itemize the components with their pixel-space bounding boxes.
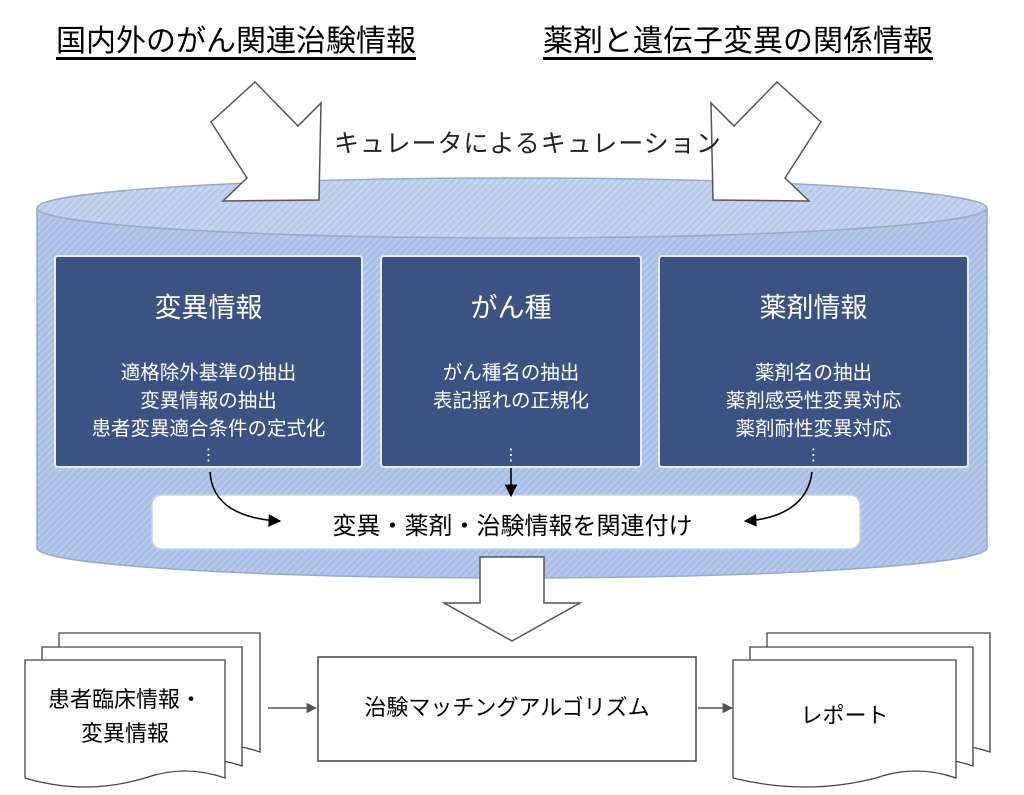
- process-box: [317, 656, 697, 762]
- category-cancer-type: がん種 がん種名の抽出 表記揺れの正規化 ⋮: [381, 256, 641, 467]
- header-left: 国内外のがん関連治験情報: [56, 24, 416, 59]
- connector-left: [209, 471, 282, 527]
- category-line: がん種名の抽出: [442, 361, 580, 384]
- curation-label: キュレータによるキュレーション: [334, 129, 722, 158]
- ellipsis: ⋮: [503, 445, 519, 464]
- category-mutation: 変異情報 適格除外基準の抽出 変異情報の抽出 患者変異適合条件の定式化 ⋮: [55, 256, 362, 467]
- category-line: 患者変異適合条件の定式化: [91, 417, 326, 440]
- category-line: 適格除外基準の抽出: [120, 361, 297, 384]
- category-title: 薬剤情報: [759, 293, 868, 324]
- ellipsis: ⋮: [200, 445, 217, 464]
- ellipsis: ⋮: [805, 445, 822, 464]
- input-document-label: 患者臨床情報・ 変異情報: [25, 684, 225, 752]
- down-left-arrow-icon: [710, 80, 822, 202]
- category-box-mutation: [54, 255, 363, 468]
- input-line: 患者臨床情報・: [47, 688, 202, 713]
- category-title: 変異情報: [154, 293, 263, 324]
- document-stack-icon: [732, 632, 991, 788]
- category-box-drug: [658, 255, 969, 468]
- header-right: 薬剤と遺伝子変異の関係情報: [543, 24, 933, 59]
- down-right-arrow-icon: [210, 80, 322, 202]
- document-stack-icon: [24, 632, 261, 788]
- down-arrow-icon: [441, 556, 583, 642]
- link-label: 変異・薬剤・治験情報を関連付け: [332, 512, 693, 540]
- connector-right: [743, 471, 813, 527]
- category-line: 薬剤名の抽出: [754, 361, 872, 384]
- category-line: 変異情報の抽出: [140, 389, 277, 412]
- category-drug: 薬剤情報 薬剤名の抽出 薬剤感受性変異対応 薬剤耐性変異対応 ⋮: [659, 256, 968, 467]
- input-line: 変異情報: [80, 722, 169, 747]
- process-label: 治験マッチングアルゴリズム: [364, 696, 650, 721]
- category-line: 薬剤耐性変異対応: [735, 417, 892, 440]
- category-line: 薬剤感受性変異対応: [725, 389, 902, 412]
- category-line: 表記揺れの正規化: [432, 389, 589, 412]
- output-label: レポート: [800, 704, 889, 729]
- category-title: がん種: [470, 293, 552, 324]
- category-box-cancer-type: [380, 255, 642, 468]
